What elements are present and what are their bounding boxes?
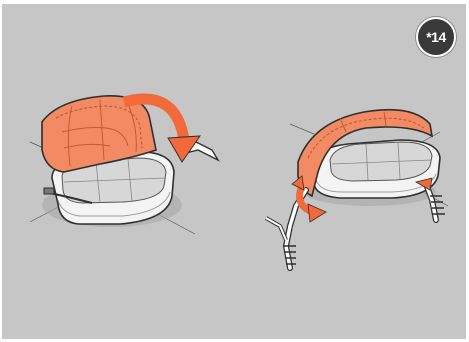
step-number-label: *14 <box>426 29 446 45</box>
seat-strap-attach-icon <box>266 110 448 268</box>
seat-cushion-fold-icon <box>30 96 218 234</box>
step-number-badge: *14 <box>416 17 456 57</box>
